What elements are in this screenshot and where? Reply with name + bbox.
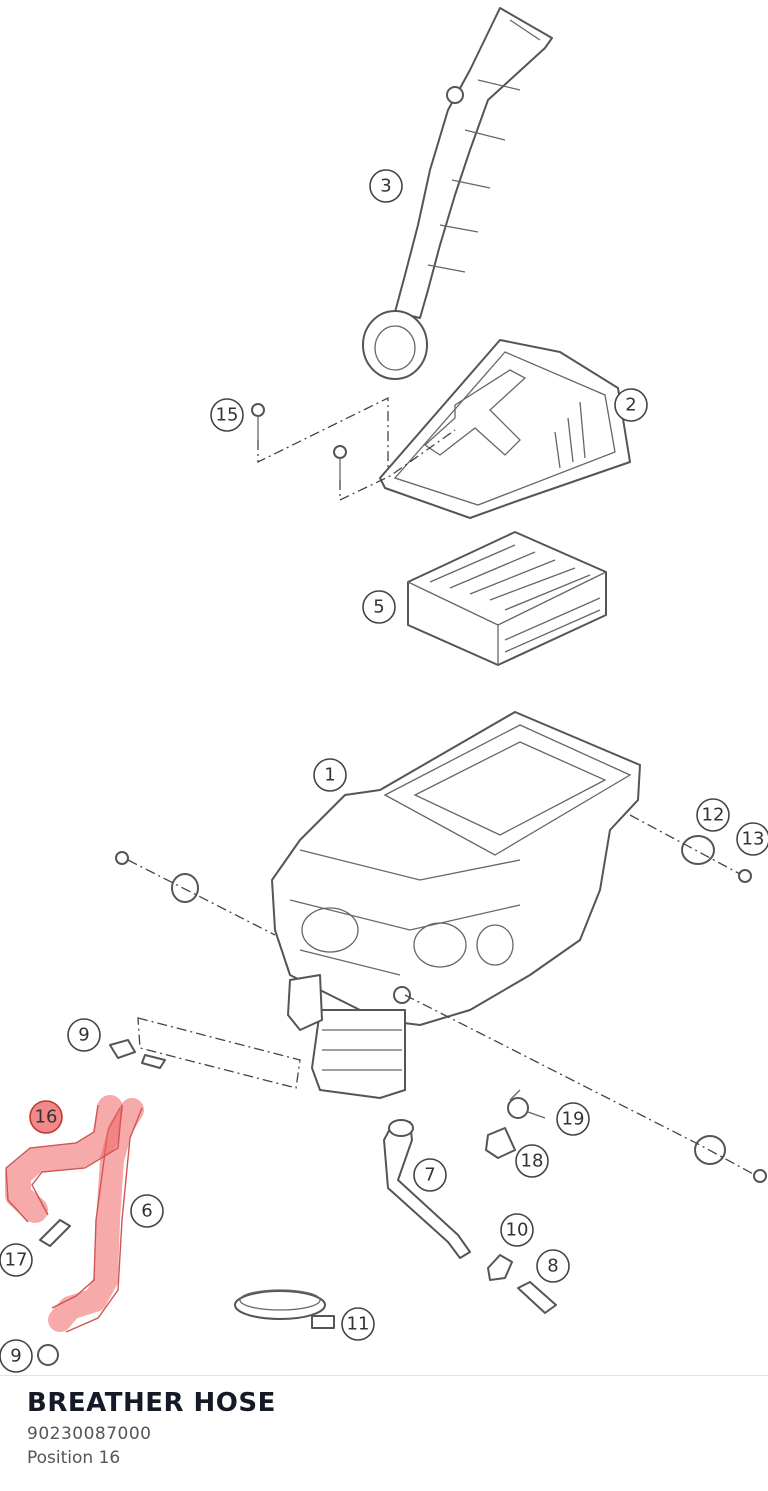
svg-text:5: 5 bbox=[373, 597, 384, 618]
svg-text:11: 11 bbox=[347, 1314, 370, 1335]
part-info-panel: BREATHER HOSE 90230087000 Position 16 bbox=[27, 1388, 276, 1468]
svg-text:9: 9 bbox=[10, 1346, 21, 1367]
part-intake-snorkel[interactable] bbox=[362, 7, 553, 380]
callout-17[interactable]: 17 bbox=[0, 1243, 33, 1277]
part-hose-16[interactable] bbox=[5, 1095, 123, 1223]
svg-text:19: 19 bbox=[562, 1109, 585, 1130]
part-airbox-cover[interactable] bbox=[379, 339, 631, 519]
callout-18[interactable]: 18 bbox=[515, 1144, 549, 1178]
svg-text:9: 9 bbox=[78, 1025, 89, 1046]
svg-text:7: 7 bbox=[424, 1165, 435, 1186]
svg-text:2: 2 bbox=[625, 395, 636, 416]
callout-16-highlighted[interactable]: 16 bbox=[29, 1100, 63, 1134]
svg-text:15: 15 bbox=[216, 405, 239, 426]
part-clip-17[interactable] bbox=[39, 1219, 71, 1247]
callout-10[interactable]: 10 bbox=[500, 1213, 534, 1247]
svg-text:16: 16 bbox=[35, 1107, 58, 1128]
part-position: Position 16 bbox=[27, 1448, 121, 1468]
svg-text:1: 1 bbox=[324, 765, 335, 786]
part-air-filter[interactable] bbox=[407, 531, 607, 666]
part-bolt-13[interactable] bbox=[115, 851, 767, 1183]
callout-19[interactable]: 19 bbox=[556, 1102, 590, 1136]
svg-text:17: 17 bbox=[5, 1250, 28, 1271]
part-hose-clamp-11[interactable] bbox=[234, 1289, 335, 1329]
callout-11[interactable]: 11 bbox=[341, 1307, 375, 1341]
part-clamp-9[interactable] bbox=[37, 1039, 166, 1366]
svg-text:10: 10 bbox=[506, 1220, 529, 1241]
callout-5[interactable]: 5 bbox=[362, 590, 396, 624]
part-number: 90230087000 bbox=[27, 1424, 152, 1444]
part-cap-18[interactable] bbox=[485, 1127, 516, 1159]
part-airbox[interactable] bbox=[271, 711, 641, 1099]
svg-text:8: 8 bbox=[547, 1256, 558, 1277]
callout-9-lower[interactable]: 9 bbox=[0, 1339, 33, 1373]
svg-text:6: 6 bbox=[141, 1201, 152, 1222]
callout-2[interactable]: 2 bbox=[614, 388, 648, 422]
callout-6[interactable]: 6 bbox=[130, 1194, 164, 1228]
svg-text:13: 13 bbox=[742, 829, 765, 850]
part-screw-15[interactable] bbox=[251, 403, 347, 480]
callout-3[interactable]: 3 bbox=[369, 169, 403, 203]
callout-8[interactable]: 8 bbox=[536, 1249, 570, 1283]
callout-13[interactable]: 13 bbox=[736, 822, 768, 856]
callout-1[interactable]: 1 bbox=[313, 758, 347, 792]
callout-12[interactable]: 12 bbox=[696, 798, 730, 832]
part-clamp-10[interactable] bbox=[487, 1254, 513, 1281]
part-drain-hose-7[interactable] bbox=[383, 1119, 471, 1259]
callout-9-upper[interactable]: 9 bbox=[67, 1018, 101, 1052]
svg-text:3: 3 bbox=[380, 176, 391, 197]
part-name: BREATHER HOSE bbox=[27, 1388, 276, 1418]
callout-15[interactable]: 15 bbox=[210, 398, 244, 432]
svg-text:12: 12 bbox=[702, 805, 725, 826]
exploded-parts-diagram: 1 2 3 5 6 7 8 9 9 10 11 12 13 15 16 17 1 bbox=[0, 7, 768, 1373]
divider bbox=[0, 1375, 768, 1376]
svg-text:18: 18 bbox=[521, 1151, 544, 1172]
part-plug-8[interactable] bbox=[517, 1281, 557, 1314]
part-clip-19[interactable] bbox=[507, 1089, 546, 1119]
callout-7[interactable]: 7 bbox=[413, 1158, 447, 1192]
